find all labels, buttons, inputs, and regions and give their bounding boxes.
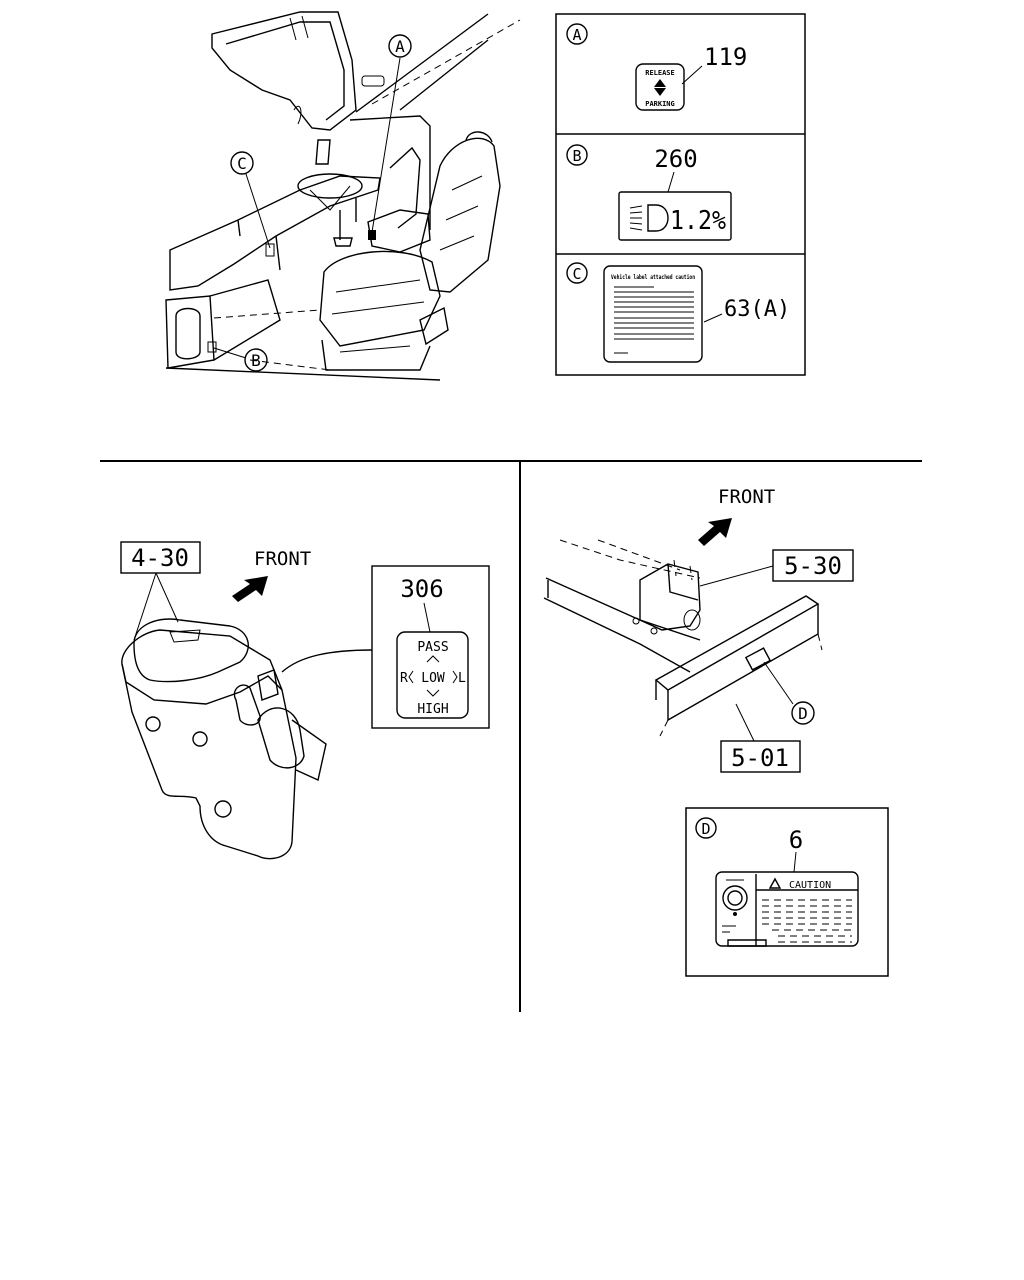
panel-d-caution-label: D 6 CAUTION — [685, 807, 889, 977]
panel-a-part-number: 119 — [704, 43, 747, 71]
callout-d: D — [798, 704, 808, 723]
panel-c-letter: C — [572, 265, 581, 283]
dimmer-low-text: LOW — [421, 671, 445, 686]
label-panels-abc: A 119 RELEASE PARKING B 260 1.2% C — [555, 13, 806, 376]
callout-b: B — [251, 351, 261, 370]
part-number-6: 6 — [789, 826, 803, 854]
panel-b-letter: B — [572, 147, 581, 165]
front-label-right: FRONT — [718, 486, 775, 508]
ref-code-5-30: 5-30 — [784, 552, 842, 580]
panel-b-headlamp-label: B 260 1.2% — [566, 144, 732, 241]
ref-code-4-30: 4-30 — [131, 544, 189, 572]
front-arrow-right — [698, 518, 732, 546]
panel-b-part-number: 260 — [654, 145, 697, 173]
panel-a-parking-text: PARKING — [645, 100, 675, 108]
caution-text: CAUTION — [789, 880, 831, 891]
panel-c-title: Vehicle label attached caution — [611, 274, 695, 281]
ref-code-5-01: 5-01 — [731, 744, 789, 772]
panel-d-letter: D — [701, 820, 710, 838]
part-number-306: 306 — [400, 575, 443, 603]
frame-view: FRONT 5-30 5-01 D — [543, 486, 854, 773]
front-arrow-left — [232, 576, 268, 602]
panel-b-value: 1.2% — [670, 206, 726, 236]
dimmer-high-text: HIGH — [417, 702, 448, 717]
front-label-left: FRONT — [254, 548, 311, 570]
panel-c-caution-label: C Vehicle label attached caution 63(A) — [566, 262, 790, 363]
combination-switch-view: 4-30 FRONT 306 PASS R LOW L HIGH — [120, 541, 490, 860]
panel-a-release-text: RELEASE — [645, 69, 675, 77]
dimmer-r-text: R — [400, 671, 408, 686]
dimmer-pass-text: PASS — [417, 640, 448, 655]
panel-a-parking-label: A 119 RELEASE PARKING — [566, 23, 747, 111]
callout-c: C — [237, 154, 247, 173]
headlamp-icon — [629, 204, 669, 232]
dimmer-l-text: L — [458, 671, 466, 686]
callout-a: A — [395, 37, 405, 56]
panel-c-part-number: 63(A) — [724, 297, 790, 322]
cab-interior-view: A C B — [165, 11, 521, 381]
knob-icon — [722, 879, 748, 916]
panel-a-letter: A — [572, 26, 581, 44]
